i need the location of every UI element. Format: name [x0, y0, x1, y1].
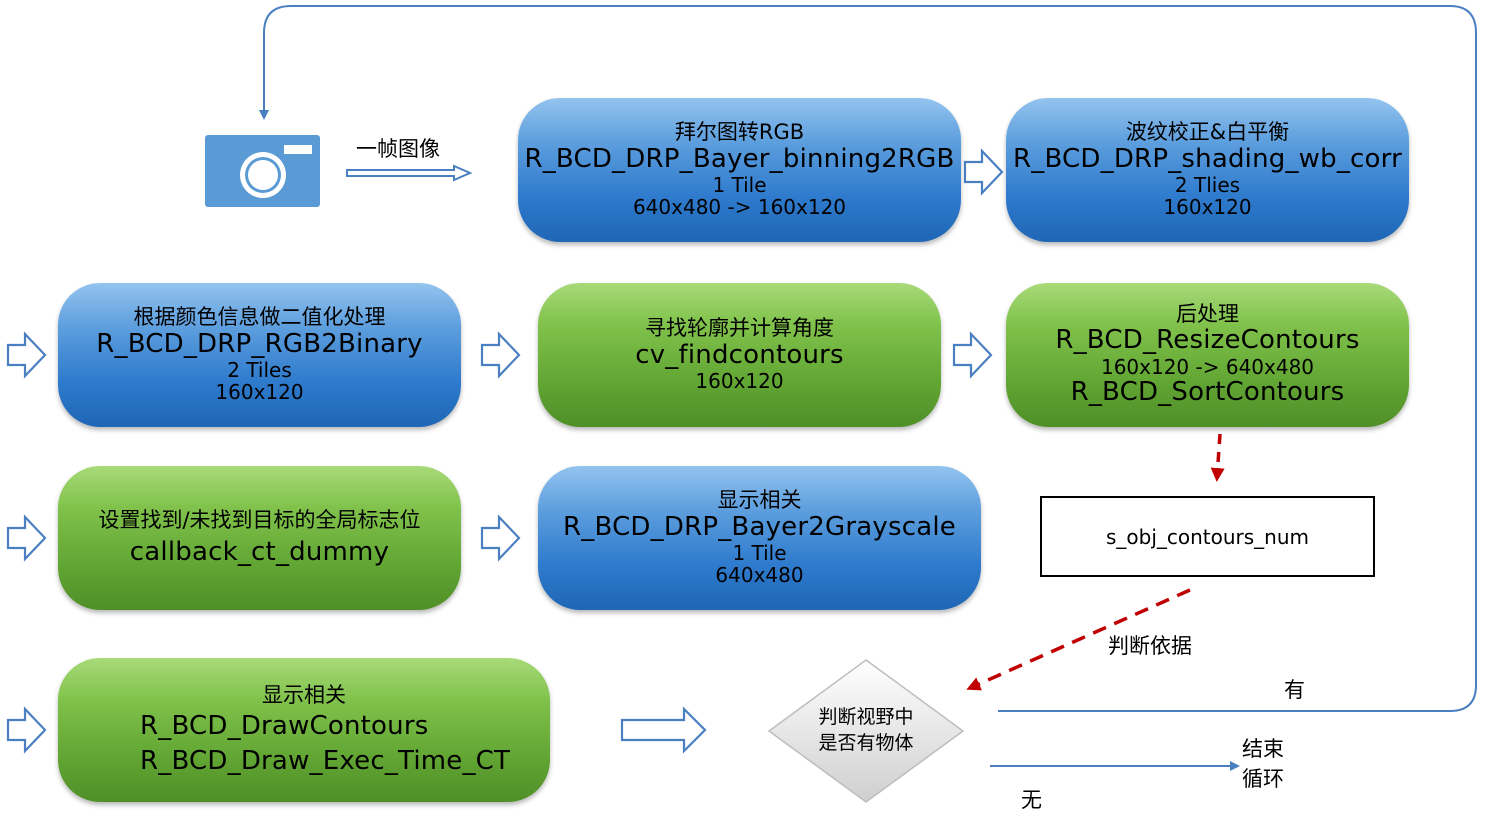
- dashed-arrow-to-variable: [1210, 433, 1225, 482]
- box-size: 160x120: [1163, 195, 1252, 220]
- yes-label: 有: [1284, 678, 1305, 702]
- decision-text: 判断视野中 是否有物体: [790, 705, 942, 756]
- box-post-process: 后处理 R_BCD_ResizeContours 160x120 -> 640x…: [1006, 283, 1409, 427]
- box-function: R_BCD_DRP_Bayer2Grayscale: [563, 511, 956, 542]
- box-function-resize: R_BCD_ResizeContours: [1055, 325, 1360, 356]
- box-tiles: 2 Tlies: [1174, 172, 1241, 197]
- box-title: 寻找轮廓并计算角度: [645, 316, 834, 341]
- box-tiles: 1 Tile: [732, 540, 787, 565]
- loop-back-connector: [259, 5, 1477, 712]
- box-title: 显示相关: [717, 488, 802, 513]
- frame-label: 一帧图像: [356, 137, 440, 161]
- box-title: 后处理: [1176, 301, 1239, 326]
- box-function: R_BCD_DRP_shading_wb_corr: [1013, 143, 1402, 174]
- box-rgb2binary: 根据颜色信息做二值化处理 R_BCD_DRP_RGB2Binary 2 Tile…: [58, 283, 461, 427]
- frame-arrow: [346, 164, 473, 182]
- box-function: callback_ct_dummy: [129, 537, 390, 568]
- decision-line-1: 判断视野中: [818, 706, 914, 728]
- box-draw: 显示相关 R_BCD_DrawContours R_BCD_Draw_Exec_…: [58, 658, 550, 802]
- flow-arrow-1: [963, 148, 1004, 196]
- decision-line-2: 是否有物体: [818, 731, 914, 754]
- dashed-arrow-to-decision: [966, 588, 1191, 691]
- flow-arrow-4: [952, 331, 993, 379]
- variable-name: s_obj_contours_num: [1105, 524, 1310, 549]
- box-size: 160x120: [215, 380, 304, 405]
- box-size: 160x120 -> 640x480: [1100, 354, 1315, 379]
- flow-arrow-5: [6, 514, 47, 562]
- flow-arrow-7: [6, 706, 47, 754]
- box-findcontours: 寻找轮廓并计算角度 cv_findcontours 160x120: [538, 283, 941, 427]
- box-grayscale: 显示相关 R_BCD_DRP_Bayer2Grayscale 1 Tile 64…: [538, 466, 981, 610]
- box-function-draw-exec-time: R_BCD_Draw_Exec_Time_CT: [140, 745, 511, 776]
- box-title: 根据颜色信息做二值化处理: [133, 305, 386, 330]
- box-function: R_BCD_DRP_Bayer_binning2RGB: [524, 143, 955, 174]
- box-shading-wb: 波纹校正&白平衡 R_BCD_DRP_shading_wb_corr 2 Tli…: [1006, 98, 1409, 242]
- box-size: 160x120: [695, 369, 784, 394]
- box-size: 640x480: [715, 563, 804, 588]
- box-function: cv_findcontours: [635, 340, 844, 370]
- end-loop-label-2: 循环: [1242, 767, 1284, 791]
- camera-icon: [205, 135, 320, 207]
- box-title: 拜尔图转RGB: [674, 120, 805, 145]
- box-title: 显示相关: [262, 683, 346, 708]
- box-function-draw-contours: R_BCD_DrawContours: [140, 710, 429, 741]
- flow-arrow-3: [480, 331, 521, 379]
- no-label: 无: [1021, 788, 1042, 812]
- box-bayer-rgb: 拜尔图转RGB R_BCD_DRP_Bayer_binning2RGB 1 Ti…: [518, 98, 961, 242]
- box-function: R_BCD_DRP_RGB2Binary: [96, 328, 423, 359]
- box-title: 设置找到/未找到目标的全局标志位: [98, 507, 421, 532]
- basis-label: 判断依据: [1108, 634, 1192, 658]
- box-callback: 设置找到/未找到目标的全局标志位 callback_ct_dummy: [58, 466, 461, 610]
- variable-box: s_obj_contours_num: [1040, 496, 1375, 577]
- flow-arrow-6: [480, 514, 521, 562]
- flow-arrow-2: [6, 331, 47, 379]
- box-size: 640x480 -> 160x120: [632, 195, 847, 220]
- box-tiles: 1 Tile: [712, 172, 767, 197]
- decision-diamond: [767, 659, 965, 803]
- flow-arrow-8: [620, 706, 707, 754]
- box-title: 波纹校正&白平衡: [1125, 120, 1290, 145]
- box-tiles: 2 Tiles: [227, 357, 292, 382]
- box-function-sort: R_BCD_SortContours: [1070, 376, 1345, 407]
- end-loop-label-1: 结束: [1242, 737, 1284, 761]
